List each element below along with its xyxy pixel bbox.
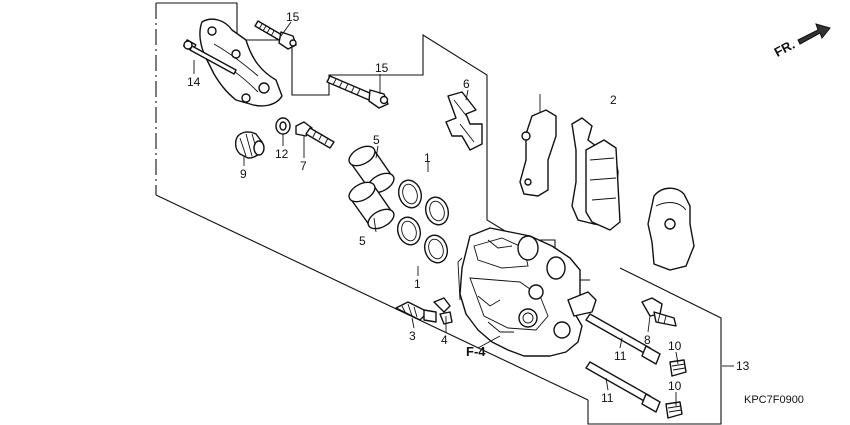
bleeder-screw-3 [395,301,437,323]
callout-12: 12 [275,147,289,161]
callout-2: 2 [610,93,617,107]
callout-1-lower: 1 [414,277,421,291]
callout-3: 3 [409,329,416,343]
piston-seals-1 [396,179,450,264]
caliper-body [459,227,597,357]
assembly-frame [155,2,722,425]
callout-4: 4 [441,333,448,347]
bolt-8 [641,297,677,327]
callout-15-upper: 15 [286,10,300,24]
drawing-code: KPC7F0900 [744,394,804,406]
callout-5-upper: 5 [373,133,380,147]
bleeder-cap-9 [234,131,265,159]
bracket-pin-14 [182,39,237,75]
callout-5-lower: 5 [359,234,366,248]
cap-10-upper [669,359,687,377]
callout-13: 13 [736,359,750,373]
washer-12 [275,117,291,135]
fitting-4 [433,297,453,325]
callout-labels: 15 15 14 12 7 9 6 2 5 5 1 1 3 4 8 10 10 … [187,10,804,406]
callout-10-lower: 10 [668,379,682,393]
bolt-15-upper [254,20,297,50]
callout-8: 8 [644,333,651,347]
piston-5-lower [348,181,395,230]
reference-f4: F-4 [466,344,486,359]
slide-pin-11-lower [585,361,661,413]
callout-11-lower: 11 [601,391,614,405]
screw-7 [295,121,335,149]
front-direction-arrow-icon [797,23,831,45]
callout-14: 14 [187,75,201,89]
callout-9: 9 [240,167,247,181]
callout-1-upper: 1 [424,151,431,165]
leader-lines [193,21,734,406]
cap-10-lower [665,401,683,419]
bolt-15-lower [326,75,389,109]
callout-6: 6 [463,77,470,91]
callout-10-upper: 10 [668,339,682,353]
callout-7: 7 [300,159,307,173]
pad-set-2 [519,109,695,271]
pad-spring-6 [445,91,483,151]
callout-15-lower: 15 [375,61,389,75]
front-direction-label: FR. [772,37,798,60]
callout-11-upper: 11 [614,349,627,363]
slide-pin-11-upper [585,313,661,365]
